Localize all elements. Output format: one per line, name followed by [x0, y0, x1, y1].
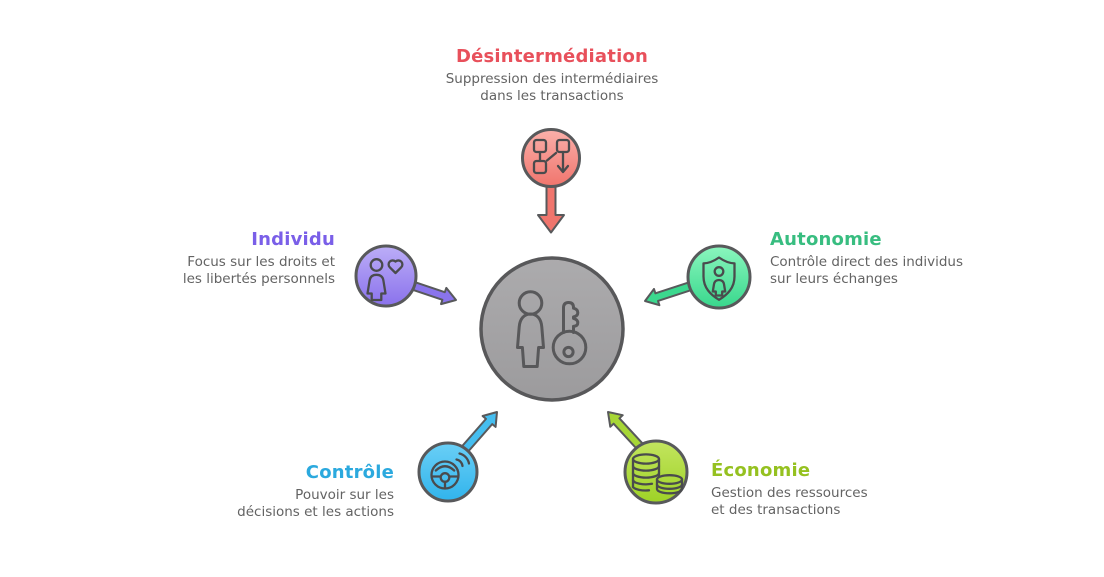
node-individu-title: Individu	[251, 229, 335, 250]
description-line: Suppression des intermédiaires	[445, 71, 659, 87]
network-flow-icon	[532, 138, 571, 175]
center-hub	[479, 256, 625, 402]
node-economie	[623, 439, 689, 505]
person-key-icon	[516, 290, 588, 368]
description-line: Gestion des ressources	[711, 485, 868, 501]
description-line: Focus sur les droits et	[187, 254, 335, 270]
node-desintermediation-text: Désintermédiation Suppression des interm…	[352, 46, 752, 105]
description-line: décisions et les actions	[237, 504, 394, 520]
shield-person-icon	[702, 256, 736, 301]
steering-wheel-icon	[430, 452, 471, 490]
node-autonomie-title: Autonomie	[770, 229, 882, 250]
node-individu-text: Individu Focus sur les droits et les lib…	[115, 229, 335, 288]
node-economie-text: Économie Gestion des ressources et des t…	[711, 460, 951, 519]
node-controle	[417, 441, 479, 503]
node-individu	[354, 244, 418, 308]
person-heart-icon	[366, 258, 404, 302]
description-line: Pouvoir sur les	[295, 487, 394, 503]
node-controle-title: Contrôle	[305, 462, 394, 483]
description-line: sur leurs échanges	[770, 271, 898, 287]
node-controle-description: Pouvoir sur les décisions et les actions	[174, 487, 394, 521]
node-economie-title: Économie	[711, 460, 811, 481]
description-line: et des transactions	[711, 502, 841, 518]
node-economie-description: Gestion des ressources et des transactio…	[711, 485, 951, 519]
description-line: dans les transactions	[480, 88, 624, 104]
description-line: les libertés personnels	[182, 271, 335, 287]
node-desintermediation-description: Suppression des intermédiaires dans les …	[352, 71, 752, 105]
node-autonomie-text: Autonomie Contrôle direct des individus …	[770, 229, 1010, 288]
node-controle-text: Contrôle Pouvoir sur les décisions et le…	[174, 462, 394, 521]
node-autonomie	[686, 244, 752, 310]
node-individu-description: Focus sur les droits et les libertés per…	[115, 254, 335, 288]
node-autonomie-description: Contrôle direct des individus sur leurs …	[770, 254, 1010, 288]
node-desintermediation	[521, 128, 581, 188]
node-desintermediation-title: Désintermédiation	[455, 46, 649, 67]
description-line: Contrôle direct des individus	[770, 254, 964, 270]
coins-icon	[631, 453, 684, 495]
